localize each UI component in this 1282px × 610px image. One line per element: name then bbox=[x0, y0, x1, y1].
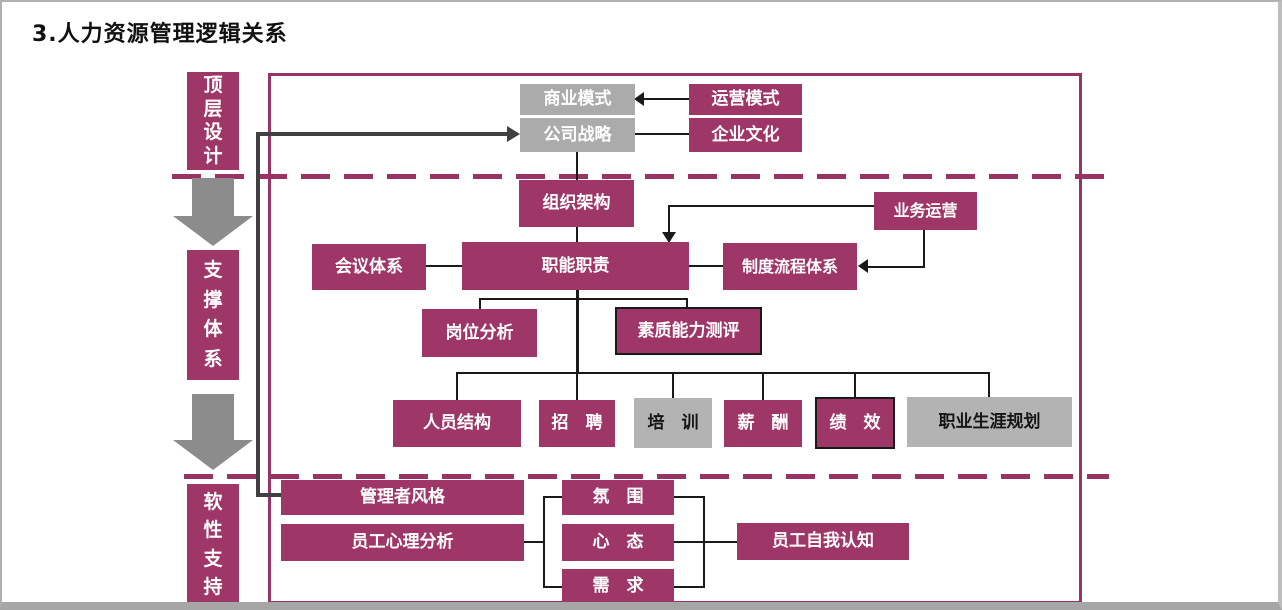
feedback-line bbox=[256, 132, 260, 496]
connector-line bbox=[689, 265, 723, 267]
sidebar-section-top-design: 顶层设计 bbox=[187, 72, 239, 170]
arrowhead-icon bbox=[662, 232, 676, 243]
node-process-system: 制度流程体系 bbox=[723, 243, 857, 290]
down-arrow-icon bbox=[173, 216, 253, 246]
node-business-operations: 业务运营 bbox=[874, 192, 977, 230]
arrowhead-icon bbox=[634, 92, 644, 106]
main-frame bbox=[268, 73, 1082, 602]
sidebar-section-soft-support: 软性支持 bbox=[187, 484, 239, 602]
connector-line bbox=[426, 265, 462, 267]
node-mindset: 心 态 bbox=[562, 524, 674, 561]
node-operating-model: 运营模式 bbox=[689, 84, 802, 115]
connector-line bbox=[868, 266, 925, 268]
connector-line bbox=[457, 372, 990, 374]
connector-line bbox=[456, 372, 458, 400]
node-company-strategy: 公司战略 bbox=[520, 118, 635, 152]
node-personnel-structure: 人员结构 bbox=[393, 400, 521, 447]
node-meeting-system: 会议体系 bbox=[312, 244, 426, 290]
node-training: 培 训 bbox=[634, 398, 712, 448]
node-corporate-culture: 企业文化 bbox=[689, 118, 802, 152]
node-competency-assessment: 素质能力测评 bbox=[615, 307, 762, 355]
node-job-analysis: 岗位分析 bbox=[422, 309, 537, 357]
down-arrow-icon bbox=[173, 440, 253, 470]
node-career-planning: 职业生涯规划 bbox=[907, 397, 1072, 447]
connector-line bbox=[543, 586, 562, 588]
feedback-line bbox=[256, 493, 282, 497]
connector-line bbox=[480, 298, 688, 300]
connector-line bbox=[672, 372, 674, 398]
section-divider-bottom bbox=[184, 474, 1109, 479]
page-title: 3.人力资源管理逻辑关系 bbox=[32, 22, 288, 47]
node-compensation: 薪 酬 bbox=[724, 400, 802, 447]
arrowhead-icon bbox=[858, 259, 868, 273]
node-employee-self-awareness: 员工自我认知 bbox=[737, 523, 909, 560]
connector-line bbox=[576, 290, 579, 374]
connector-line bbox=[576, 227, 578, 242]
connector-line bbox=[524, 541, 544, 543]
node-needs: 需 求 bbox=[562, 569, 674, 602]
connector-line bbox=[543, 496, 545, 588]
node-employee-psychology: 员工心理分析 bbox=[281, 524, 524, 561]
section-divider-top bbox=[172, 174, 1109, 179]
connector-line bbox=[988, 372, 990, 397]
connector-line bbox=[635, 133, 689, 135]
node-business-model: 商业模式 bbox=[520, 84, 635, 115]
connector-line bbox=[854, 372, 856, 397]
down-arrow-icon bbox=[192, 178, 234, 218]
connector-line bbox=[668, 205, 874, 207]
sidebar-section-support-system: 支撑体系 bbox=[187, 250, 239, 380]
node-recruitment: 招 聘 bbox=[539, 400, 615, 447]
feedback-arrowhead-icon bbox=[507, 126, 520, 142]
connector-line bbox=[644, 98, 689, 100]
connector-line bbox=[762, 372, 764, 400]
node-performance: 绩 效 bbox=[815, 397, 895, 449]
node-manager-style: 管理者风格 bbox=[281, 480, 524, 515]
down-arrow-icon bbox=[192, 394, 234, 442]
node-functions-responsibilities: 职能职责 bbox=[462, 242, 689, 290]
node-org-structure: 组织架构 bbox=[519, 180, 634, 227]
feedback-line bbox=[256, 132, 508, 136]
node-atmosphere: 氛 围 bbox=[562, 480, 674, 515]
connector-line bbox=[479, 298, 481, 309]
connector-line bbox=[543, 496, 562, 498]
connector-line bbox=[668, 205, 670, 234]
connector-line bbox=[923, 230, 925, 268]
connector-line bbox=[674, 541, 737, 543]
connector-line bbox=[674, 496, 705, 498]
connector-line bbox=[686, 298, 688, 307]
connector-line bbox=[576, 372, 578, 400]
connector-line bbox=[674, 586, 705, 588]
connector-line bbox=[576, 152, 578, 180]
